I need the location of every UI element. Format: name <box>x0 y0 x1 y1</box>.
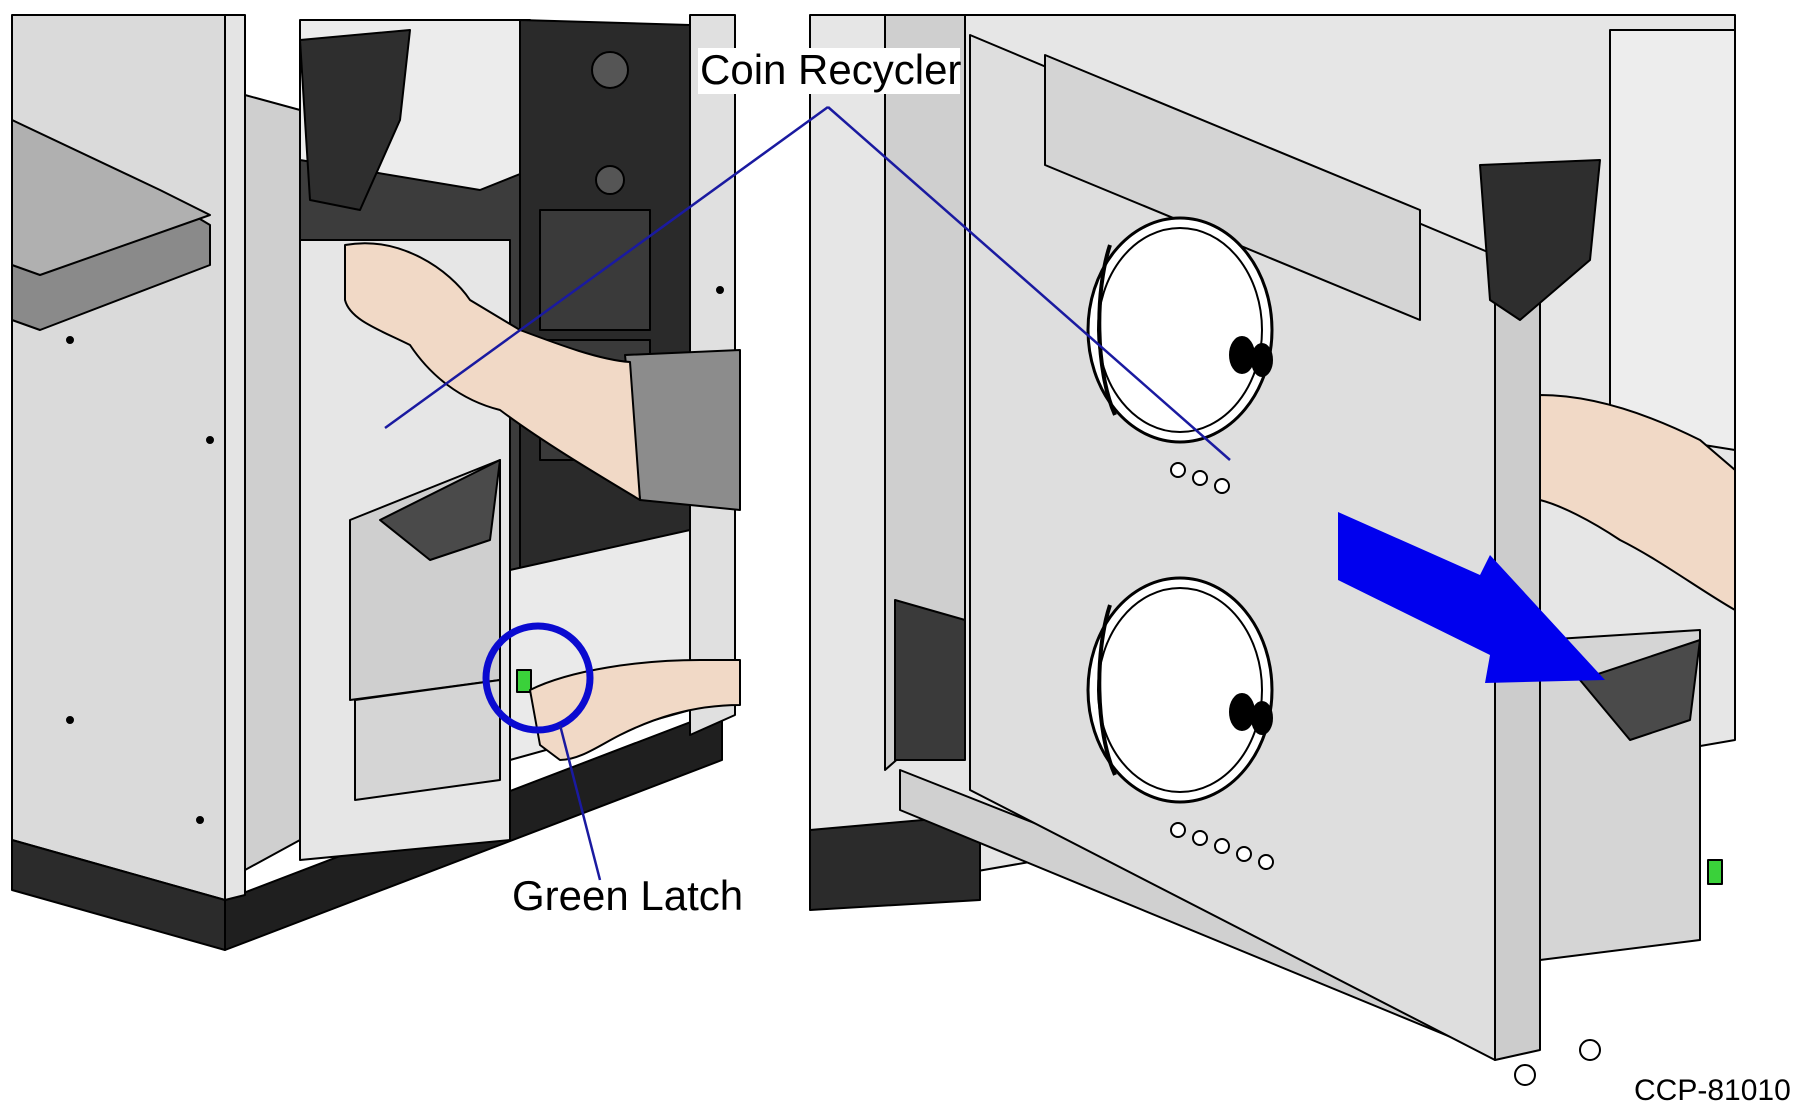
coin-recycler-label-bg <box>698 48 960 94</box>
coin-recycler-label: Coin Recycler <box>700 46 961 93</box>
dark-cavity-right <box>894 599 966 761</box>
right-view-kiosk <box>809 14 1736 1086</box>
direction-arrow-icon <box>1338 512 1605 683</box>
right-back-panel <box>1609 29 1736 451</box>
leader-lines <box>384 105 1231 881</box>
shelf-top <box>11 119 211 276</box>
frame-inner-panel <box>244 94 301 871</box>
left-view-kiosk <box>11 14 736 951</box>
right-hopper-dark <box>1579 639 1701 741</box>
upper-arm-sleeve <box>624 349 741 511</box>
leader-line-coin-recycler-left <box>384 105 829 430</box>
upper-right-chute <box>1479 159 1601 321</box>
coin-chute-top <box>299 29 411 211</box>
frame-upright-left <box>224 14 246 901</box>
coin-tray <box>354 679 501 801</box>
green-latch <box>516 669 532 693</box>
plate-top-bracket <box>1044 54 1421 321</box>
figure-id: CCP-81010 <box>1634 1074 1791 1105</box>
highlight-circle-icon <box>482 622 594 734</box>
upper-hand <box>344 242 641 501</box>
right-hand <box>1539 393 1736 612</box>
green-latch-right <box>1707 859 1723 885</box>
lower-hand <box>529 659 741 761</box>
hopper-dark-face <box>379 459 501 561</box>
green-latch-label: Green Latch <box>512 872 743 919</box>
lower-hub <box>1086 576 1274 804</box>
upper-hub <box>1086 216 1274 444</box>
drawer-wheel <box>1514 1064 1536 1086</box>
left-view-hands <box>344 242 741 761</box>
leader-line-green-latch <box>558 724 602 881</box>
leader-line-coin-recycler-right <box>827 106 1231 461</box>
